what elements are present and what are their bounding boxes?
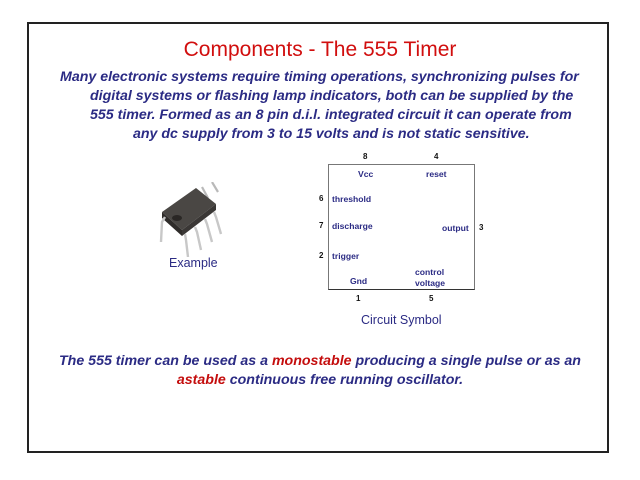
- pin-1-number: 1: [356, 294, 361, 303]
- intro-line-4: any dc supply from 3 to 15 volts and is …: [133, 126, 530, 142]
- intro-line-2: digital systems or flashing lamp indicat…: [90, 88, 574, 104]
- circuit-symbol-box: [328, 164, 475, 290]
- pin-2-number: 2: [319, 251, 324, 260]
- pin-5-label-line2: voltage: [415, 278, 446, 288]
- example-caption: Example: [169, 256, 218, 270]
- monostable-highlight: monostable: [271, 353, 352, 369]
- pin-4-label: reset: [426, 169, 447, 179]
- pin-8-label: Vcc: [358, 169, 374, 179]
- pin-8-number: 8: [363, 152, 368, 161]
- pin-2-label: trigger: [332, 251, 360, 261]
- usage-text-3: continuous free running oscillator.: [225, 372, 464, 388]
- pin-5-number: 5: [429, 294, 434, 303]
- usage-text-1: The 555 timer can be used as a: [59, 353, 272, 369]
- pin-4-number: 4: [434, 152, 439, 161]
- slide-frame: [27, 22, 609, 453]
- pin-7-label: discharge: [332, 221, 373, 231]
- intro-line-1: Many electronic systems require timing o…: [60, 69, 579, 85]
- pin-1-label: Gnd: [350, 276, 368, 286]
- pin-6-label: threshold: [332, 194, 372, 204]
- usage-paragraph: The 555 timer can be used as a monostabl…: [40, 352, 600, 390]
- pin-3-number: 3: [479, 223, 484, 232]
- dip8-chip-icon: [150, 181, 230, 258]
- pin-7-number: 7: [319, 221, 324, 230]
- circuit-symbol-caption: Circuit Symbol: [361, 313, 442, 327]
- intro-line-3: 555 timer. Formed as an 8 pin d.i.l. int…: [90, 107, 572, 123]
- usage-text-2: producing a single pulse or as an: [351, 353, 581, 369]
- pin-3-label: output: [442, 223, 469, 233]
- slide-title: Components - The 555 Timer: [183, 38, 457, 61]
- intro-paragraph: Many electronic systems require timing o…: [55, 68, 595, 144]
- pin-6-number: 6: [319, 194, 324, 203]
- pin-5-label-line1: control: [415, 267, 445, 277]
- astable-highlight: astable: [176, 372, 226, 388]
